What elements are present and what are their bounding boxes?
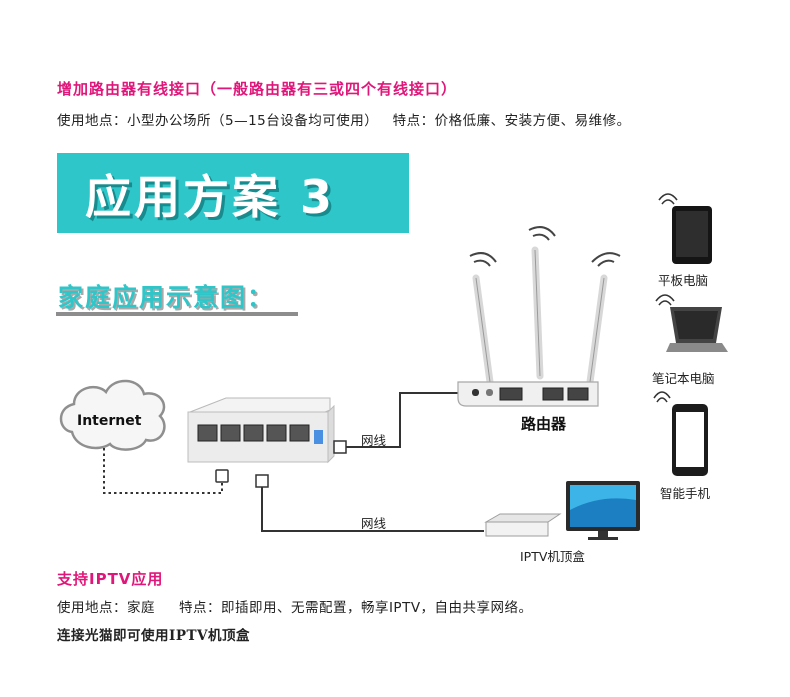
banner-title: 应用方案 3	[85, 170, 336, 224]
cable-label-bottom: 网线	[361, 516, 387, 531]
switch-iptv-cable	[261, 486, 484, 532]
internet-label: Internet	[77, 413, 142, 429]
subheading-underline	[56, 312, 298, 316]
intro-title: 增加路由器有线接口（一般路由器有三或四个有线接口）	[57, 80, 458, 98]
iptv-box-label: IPTV机顶盒	[520, 549, 585, 564]
diagram-subheading: 家庭应用示意图：	[58, 283, 275, 312]
iptv-section-title: 支持IPTV应用	[57, 570, 164, 588]
router-device-icon	[457, 226, 621, 407]
internet-cloud-icon	[59, 379, 166, 451]
tv-monitor-icon	[566, 481, 640, 540]
laptop-icon	[655, 294, 728, 352]
intro-usage-text: 使用地点：小型办公场所（5—15台设备均可使用） 特点：价格低廉、安装方便、易维…	[57, 113, 631, 129]
internet-cable-line	[103, 448, 223, 494]
iptv-note-text: 连接光猫即可使用IPTV机顶盒	[57, 628, 250, 644]
router-label: 路由器	[521, 415, 567, 433]
smartphone-label: 智能手机	[660, 486, 711, 501]
internet-cable-plug	[215, 469, 229, 483]
cable-label-top: 网线	[361, 433, 387, 448]
set-top-box-icon	[484, 513, 562, 537]
tablet-icon	[658, 193, 712, 264]
tablet-label: 平板电脑	[658, 273, 709, 288]
laptop-label: 笔记本电脑	[652, 371, 715, 386]
switch-device-icon	[187, 397, 335, 464]
switch-cable-plug	[333, 440, 347, 454]
switch-router-cable	[344, 392, 460, 448]
iptv-cable-plug	[255, 474, 269, 488]
solution-banner: 应用方案 3	[57, 153, 409, 233]
iptv-usage-text: 使用地点：家庭 特点：即插即用、无需配置，畅享IPTV，自由共享网络。	[57, 600, 533, 616]
smartphone-icon	[653, 391, 708, 476]
